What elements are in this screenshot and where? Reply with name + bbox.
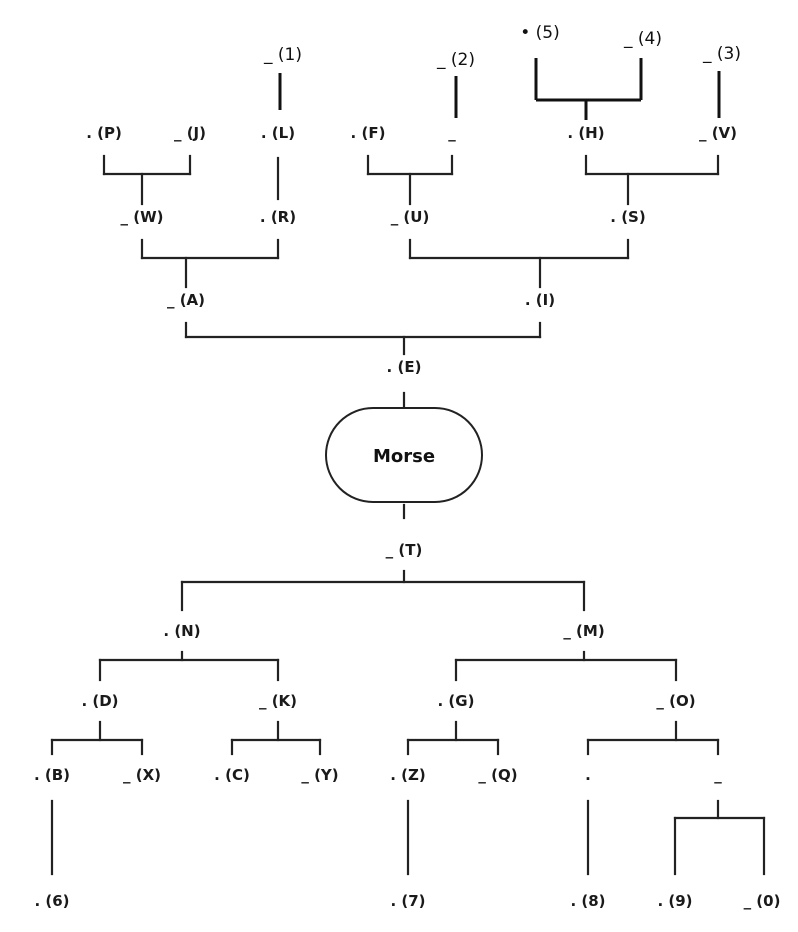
node-label-3: _ (3): [702, 44, 741, 64]
node-label-8: . (8): [570, 892, 605, 910]
node-label-l: . (L): [261, 124, 295, 142]
node-label-x: _ (X): [123, 766, 161, 784]
root-node-label: Morse: [373, 446, 435, 467]
node-label-6: . (6): [34, 892, 69, 910]
node-label-j: _ (J): [174, 124, 206, 142]
node-label-o: _ (O): [656, 692, 695, 710]
node-label-h: . (H): [567, 124, 604, 142]
node-label-r: . (R): [260, 208, 296, 226]
node-label-z: . (Z): [390, 766, 426, 784]
node-label-p: . (P): [86, 124, 122, 142]
node-label-c: . (C): [214, 766, 250, 784]
node-label-9: . (9): [657, 892, 692, 910]
node-label-f: . (F): [351, 124, 386, 142]
node-label-s: . (S): [610, 208, 645, 226]
node-label-2: _ (2): [436, 50, 475, 70]
node-label-o-dot: .: [585, 766, 591, 784]
node-label-o-dash: _: [714, 766, 722, 784]
node-label-u-dash: _: [448, 124, 456, 142]
node-label-d: . (D): [81, 692, 118, 710]
connector-lines: [50, 58, 766, 876]
node-labels: . (E) _ (A) . (I) _ (W) . (R) _ (U) . (S) . (P)…: [34, 23, 780, 910]
node-label-t: _ (T): [386, 541, 423, 559]
root-node-shape: [325, 407, 483, 503]
node-label-b: . (B): [34, 766, 70, 784]
node-label-4: _ (4): [623, 29, 662, 49]
node-label-a: _ (A): [167, 291, 205, 309]
node-label-5: • (5): [520, 23, 560, 43]
node-label-y: _ (Y): [301, 766, 338, 784]
node-label-u: _ (U): [391, 208, 430, 226]
node-label-g: . (G): [438, 692, 475, 710]
node-label-0: _ (0): [744, 892, 781, 910]
root-node: Morse: [325, 407, 483, 503]
node-label-i: . (I): [525, 291, 555, 309]
node-label-n: . (N): [163, 622, 200, 640]
node-label-w: _ (W): [121, 208, 164, 226]
node-label-7: . (7): [390, 892, 425, 910]
node-label-k: _ (K): [259, 692, 297, 710]
node-label-e: . (E): [387, 358, 422, 376]
node-label-v: _ (V): [699, 124, 737, 142]
node-label-q: _ (Q): [478, 766, 517, 784]
node-label-1: _ (1): [263, 45, 302, 65]
node-label-m: _ (M): [563, 622, 604, 640]
